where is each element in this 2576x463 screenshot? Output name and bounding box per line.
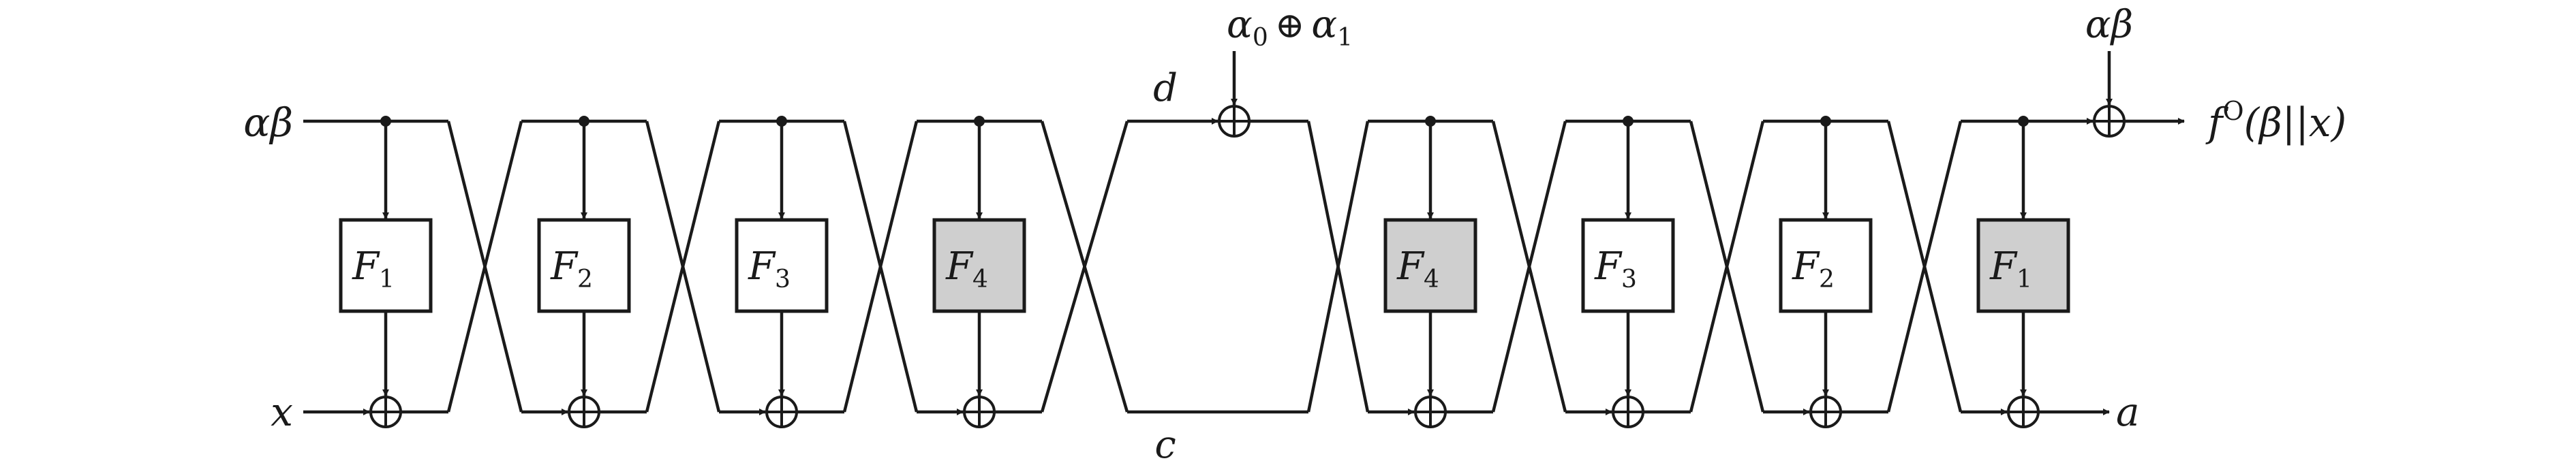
mid-cross-up bbox=[1040, 121, 1129, 413]
round-function-subscript: 1 bbox=[2017, 266, 2032, 293]
round-function-name: F bbox=[1989, 244, 2018, 289]
alpha-0: α bbox=[1227, 3, 1253, 47]
round-function-box bbox=[932, 218, 1026, 313]
mid-cross-down-d bbox=[1306, 121, 1370, 413]
round-1: F1 bbox=[339, 116, 433, 428]
round-6: F3 bbox=[1581, 116, 1675, 428]
xor-final bbox=[2093, 105, 2126, 138]
xor-middle bbox=[1218, 105, 1251, 138]
cross-wire-up bbox=[1886, 121, 1963, 413]
round-xor bbox=[568, 396, 600, 428]
alpha-0-sub: 0 bbox=[1253, 24, 1268, 52]
round-function-subscript: 4 bbox=[972, 266, 988, 293]
label-c: c bbox=[1154, 423, 1176, 463]
middle-xor-input-label: α0⊕α1 bbox=[1227, 3, 1353, 52]
round-function-name: F bbox=[1792, 244, 1820, 289]
wires bbox=[303, 51, 2185, 415]
round-function-name: F bbox=[550, 244, 579, 289]
round-function-name: F bbox=[1396, 244, 1425, 289]
cross-wire-up bbox=[645, 121, 721, 413]
alpha-1-sub: 1 bbox=[1337, 24, 1353, 52]
round-function-subscript: 2 bbox=[1819, 266, 1835, 293]
round-function-subscript: 1 bbox=[379, 266, 395, 293]
round-8: F1 bbox=[1976, 116, 2070, 428]
cross-wire-up bbox=[446, 121, 523, 413]
round-function-label: F2 bbox=[550, 244, 593, 293]
label-d: d bbox=[1153, 66, 1178, 110]
round-function-name: F bbox=[748, 244, 776, 289]
round-2: F2 bbox=[537, 116, 631, 428]
round-function-box bbox=[537, 218, 631, 313]
cross-wire-up bbox=[842, 121, 919, 413]
output-bottom-label: a bbox=[2116, 389, 2140, 435]
round-function-label: F3 bbox=[1594, 244, 1637, 293]
output-f-sup: O bbox=[2222, 96, 2243, 126]
round-xor bbox=[1612, 396, 1644, 428]
round-function-label: F4 bbox=[1396, 244, 1439, 293]
round-3: F3 bbox=[735, 116, 829, 428]
round-xor bbox=[2007, 396, 2040, 428]
round-function-box bbox=[1779, 218, 1873, 313]
round-function-name: F bbox=[1594, 244, 1623, 289]
output-top-label: fO(β||x) bbox=[2205, 96, 2346, 146]
input-label-bottom: x bbox=[271, 389, 293, 435]
round-function-label: F1 bbox=[352, 244, 395, 293]
round-function-name: F bbox=[352, 244, 380, 289]
round-function-subscript: 4 bbox=[1424, 266, 1439, 293]
round-function-label: F2 bbox=[1792, 244, 1835, 293]
round-5: F4 bbox=[1383, 116, 1477, 428]
svg-text:fO(β||x): fO(β||x) bbox=[2205, 96, 2346, 146]
input-label-top: αβ bbox=[243, 99, 293, 146]
output-f-args: (β||x) bbox=[2244, 99, 2347, 146]
round-4: F4 bbox=[932, 116, 1026, 428]
round-function-subscript: 3 bbox=[1621, 266, 1637, 293]
round-function-subscript: 3 bbox=[775, 266, 791, 293]
round-function-name: F bbox=[945, 244, 974, 289]
round-function-box bbox=[1581, 218, 1675, 313]
round-xor bbox=[963, 396, 996, 428]
round-xor bbox=[369, 396, 402, 428]
round-function-subscript: 2 bbox=[577, 266, 593, 293]
round-7: F2 bbox=[1779, 116, 1873, 428]
round-xor bbox=[1414, 396, 1447, 428]
round-function-box bbox=[1383, 218, 1477, 313]
cross-wire-up bbox=[1491, 121, 1567, 413]
svg-text:α0⊕α1: α0⊕α1 bbox=[1227, 3, 1353, 52]
round-xor bbox=[1809, 396, 1842, 428]
round-function-box bbox=[735, 218, 829, 313]
extras bbox=[1218, 105, 2126, 138]
round-xor bbox=[765, 396, 798, 428]
round-function-label: F3 bbox=[748, 244, 791, 293]
xor-symbol: ⊕ bbox=[1275, 5, 1305, 46]
round-function-label: F1 bbox=[1989, 244, 2032, 293]
round-function-label: F4 bbox=[945, 244, 988, 293]
cross-wire-up bbox=[1689, 121, 1765, 413]
alpha-1: α bbox=[1311, 3, 1337, 47]
final-xor-input-label: αβ bbox=[2085, 3, 2133, 47]
